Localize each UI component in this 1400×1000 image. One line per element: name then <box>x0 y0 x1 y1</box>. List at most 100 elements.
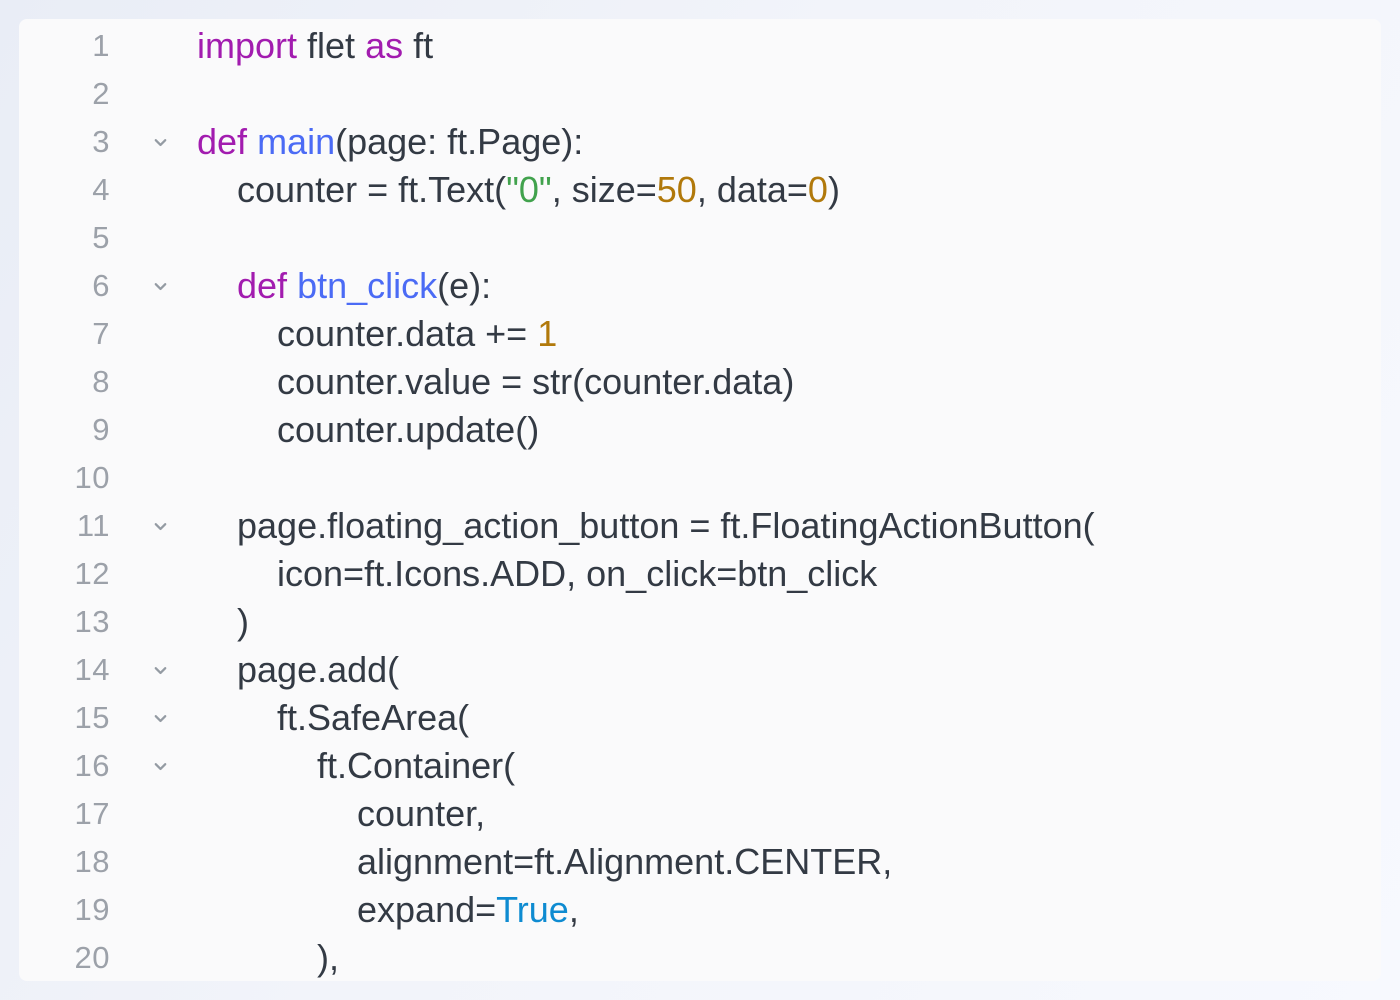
token-keyword: import <box>197 25 298 66</box>
code-line: 14 page.add( <box>19 646 1381 694</box>
fold-gutter-spacer <box>110 838 197 886</box>
code-text: counter = ft.Text("0", size=50, data=0) <box>197 166 840 214</box>
token-function: main <box>257 121 336 162</box>
token-plain: ), <box>317 937 339 978</box>
token-number: 0 <box>807 169 828 210</box>
line-number: 4 <box>92 172 110 207</box>
code-text: page.add( <box>197 646 399 694</box>
code-line: 1 import flet as ft <box>19 22 1381 70</box>
chevron-down-icon[interactable] <box>110 742 197 790</box>
code-line: 3 def main(page: ft.Page): <box>19 118 1381 166</box>
code-line: 2 <box>19 70 1381 118</box>
token-plain: counter, <box>357 793 486 834</box>
line-number: 18 <box>74 844 110 879</box>
code-text: def main(page: ft.Page): <box>197 118 583 166</box>
line-number: 16 <box>74 748 110 783</box>
token-plain: , <box>568 889 579 930</box>
code-text: ), <box>197 934 339 981</box>
line-number: 1 <box>92 28 110 63</box>
code-line: 18 alignment=ft.Alignment.CENTER, <box>19 838 1381 886</box>
token-plain: , size= <box>551 169 657 210</box>
code-line: 20), <box>19 934 1381 981</box>
code-line: 16 ft.Container( <box>19 742 1381 790</box>
code-line: 5 <box>19 214 1381 262</box>
fold-gutter-spacer <box>110 454 197 502</box>
token-plain: alignment=ft.Alignment.CENTER, <box>357 841 893 882</box>
fold-gutter-spacer <box>110 22 197 70</box>
code-text: ft.Container( <box>197 742 515 790</box>
token-plain: page.floating_action_button = ft.Floatin… <box>237 505 1095 546</box>
line-number: 12 <box>74 556 110 591</box>
code-text: counter.data += 1 <box>197 310 557 358</box>
line-number: 2 <box>92 76 110 111</box>
fold-gutter-spacer <box>110 550 197 598</box>
code-editor-panel: 1 import flet as ft 2 3 def main(page: ft.Pa… <box>19 19 1381 981</box>
token-plain <box>247 121 257 162</box>
line-number: 15 <box>74 700 110 735</box>
line-number: 7 <box>92 316 110 351</box>
token-plain: (page: ft.Page): <box>335 121 584 162</box>
code-line: 7 counter.data += 1 <box>19 310 1381 358</box>
code-line-list: 1 import flet as ft 2 3 def main(page: ft.Pa… <box>19 22 1381 981</box>
code-line: 11 page.floating_action_button = ft.Float… <box>19 502 1381 550</box>
line-number: 19 <box>74 892 110 927</box>
code-text: def btn_click(e): <box>197 262 491 310</box>
fold-gutter-spacer <box>110 790 197 838</box>
token-function: btn_click <box>297 265 438 306</box>
code-text: page.floating_action_button = ft.Floatin… <box>197 502 1095 550</box>
fold-gutter-spacer <box>110 406 197 454</box>
fold-gutter-spacer <box>110 310 197 358</box>
line-number: 9 <box>92 412 110 447</box>
fold-gutter-spacer <box>110 70 197 118</box>
line-number: 17 <box>74 796 110 831</box>
code-line: 13) <box>19 598 1381 646</box>
line-number: 5 <box>92 220 110 255</box>
line-number: 6 <box>92 268 110 303</box>
chevron-down-icon[interactable] <box>110 502 197 550</box>
token-keyword: def <box>197 121 248 162</box>
code-line: 4 counter = ft.Text("0", size=50, data=0) <box>19 166 1381 214</box>
code-text: import flet as ft <box>197 22 433 70</box>
fold-gutter-spacer <box>110 598 197 646</box>
fold-gutter-spacer <box>110 358 197 406</box>
code-text: ft.SafeArea( <box>197 694 469 742</box>
token-string: "0" <box>506 169 552 210</box>
token-plain: counter = ft.Text( <box>237 169 507 210</box>
code-text: alignment=ft.Alignment.CENTER, <box>197 838 892 886</box>
chevron-down-icon[interactable] <box>110 646 197 694</box>
line-number: 10 <box>74 460 110 495</box>
chevron-down-icon[interactable] <box>110 262 197 310</box>
chevron-down-icon[interactable] <box>110 694 197 742</box>
fold-gutter-spacer <box>110 934 197 981</box>
line-number: 20 <box>74 940 110 975</box>
token-plain: icon=ft.Icons.ADD, on_click=btn_click <box>277 553 878 594</box>
code-line: 6 def btn_click(e): <box>19 262 1381 310</box>
code-text: counter, <box>197 790 485 838</box>
code-text: icon=ft.Icons.ADD, on_click=btn_click <box>197 550 877 598</box>
fold-gutter-spacer <box>110 886 197 934</box>
line-number: 3 <box>92 124 110 159</box>
token-keyword: as <box>365 25 404 66</box>
chevron-down-icon[interactable] <box>110 118 197 166</box>
line-number: 14 <box>74 652 110 687</box>
code-text: counter.update() <box>197 406 539 454</box>
token-number: 1 <box>537 313 558 354</box>
token-plain: ) <box>827 169 840 210</box>
code-line: 15 ft.SafeArea( <box>19 694 1381 742</box>
token-plain: counter.update() <box>277 409 540 450</box>
fold-gutter-spacer <box>110 166 197 214</box>
token-plain: counter.data += <box>277 313 538 354</box>
code-text: counter.value = str(counter.data) <box>197 358 794 406</box>
token-keyword: def <box>237 265 288 306</box>
token-plain: expand= <box>357 889 497 930</box>
line-number: 11 <box>76 508 110 543</box>
token-plain: ft.SafeArea( <box>277 697 470 738</box>
token-plain: page.add( <box>237 649 400 690</box>
token-plain <box>287 265 297 306</box>
token-plain: ft.Container( <box>317 745 516 786</box>
line-number: 13 <box>74 604 110 639</box>
code-line: 12 icon=ft.Icons.ADD, on_click=btn_click <box>19 550 1381 598</box>
